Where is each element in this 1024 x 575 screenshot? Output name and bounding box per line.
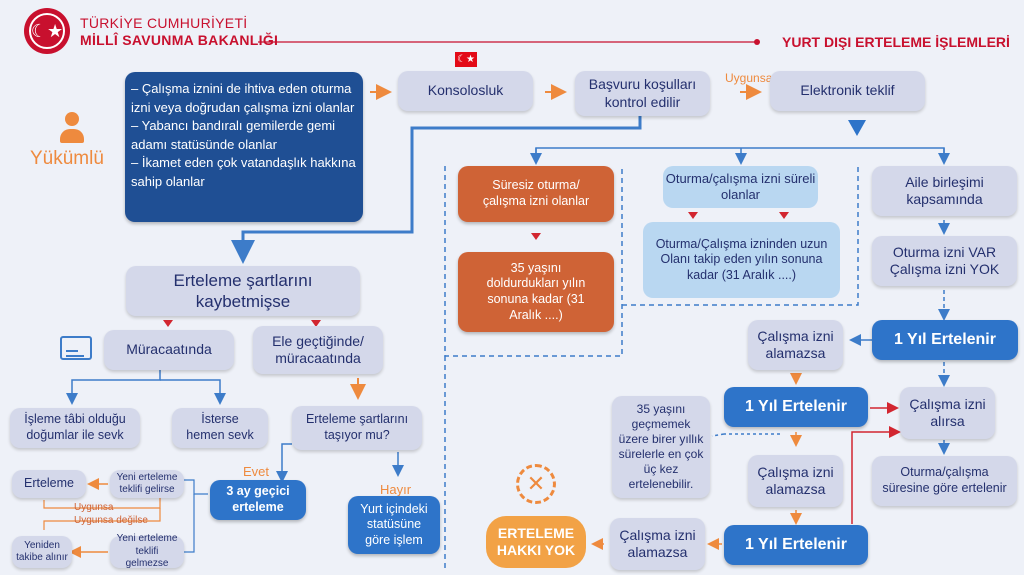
indefinite-permit-box: Süresiz oturma/çalışma izni olanlar: [458, 166, 614, 222]
family-reunion-box: Aile birleşimi kapsamında: [872, 166, 1017, 216]
temp-deferral-box: 3 ay geçici erteleme: [210, 480, 306, 520]
cancel-x-icon: ✕: [516, 464, 556, 504]
consulate-box: Konsolosluk: [398, 71, 533, 111]
requirements-box: Başvuru koşulları kontrol edilir: [575, 71, 710, 116]
crescent-star-icon: ☾★: [29, 13, 65, 49]
defer-1yr-box-3: 1 Yıl Ertelenir: [724, 525, 868, 565]
new-offer-comes-box: Yeni erteleme teklifi gelirse: [110, 470, 184, 498]
turkish-flag-icon: ☾★: [455, 52, 477, 67]
defer-1yr-box-1: 1 Yıl Ertelenir: [872, 320, 1018, 360]
max-three-box: 35 yaşını geçmemek üzere birer yıllık sü…: [612, 396, 710, 498]
no-work-permit-box-3: Çalışma izni alamazsa: [610, 518, 705, 570]
not-eligible-label: Uygunsa değilse: [74, 515, 148, 526]
longer-term-box: Oturma/Çalışma izninden uzun Olanı takip…: [643, 222, 840, 298]
on-capture-box: Ele geçtiğinde/ müracaatında: [253, 326, 383, 374]
domestic-status-box: Yurt içindeki statüsüne göre işlem: [348, 496, 440, 554]
org-line1: TÜRKİYE CUMHURİYETİ: [80, 15, 248, 31]
no-work-permit-box-1: Çalışma izni alamazsa: [748, 320, 843, 370]
gets-work-permit-box: Çalışma izni alırsa: [900, 387, 995, 439]
no-deferral-box: ERTELEME HAKKI YOK: [486, 516, 586, 568]
electronic-offer-box: Elektronik teklif: [770, 71, 925, 111]
no-new-offer-box: Yeni erteleme teklifi gelmezse: [110, 533, 184, 569]
application-form-icon: [60, 336, 92, 360]
ministry-logo: ☾★: [24, 8, 70, 54]
defer-1yr-box-2: 1 Yıl Ertelenir: [724, 387, 868, 427]
residence-yes-box: Oturma izni VAR Çalışma izni YOK: [872, 236, 1017, 286]
page-title: YURT DIŞI ERTELEME İŞLEMLERİ: [782, 34, 1010, 50]
person-label: Yükümlü: [30, 148, 104, 169]
person-icon: [60, 112, 84, 144]
immediate-send-box: İsterse hemen sevk: [172, 408, 268, 448]
until-35-box: 35 yaşını doldurdukları yılın sonuna kad…: [458, 252, 614, 332]
conditions-lost-box: Erteleme şartlarını kaybetmişse: [126, 266, 360, 316]
eligibility-item: – İkamet eden çok vatandaşlık hakkına sa…: [131, 155, 356, 189]
subject-to-procedure-box: İşleme tâbi olduğu doğumlar ile sevk: [10, 408, 140, 448]
no-work-permit-box-2: Çalışma izni alamazsa: [748, 455, 843, 507]
deferral-box: Erteleme: [12, 470, 86, 498]
eligibility-item: – Çalışma iznini de ihtiva eden oturma i…: [131, 81, 355, 115]
new-followup-box: Yeniden takibe alınır: [12, 536, 72, 568]
by-permit-duration-box: Oturma/çalışma süresine göre ertelenir: [872, 456, 1017, 506]
yes-label: Evet: [243, 464, 270, 479]
eligibility-item: – Yabancı bandıralı gemilerde gemi adamı…: [131, 118, 336, 152]
no-label: Hayır: [380, 482, 412, 497]
on-application-box: Müracaatında: [104, 330, 234, 370]
limited-permit-box: Oturma/çalışma izni süreli olanlar: [663, 166, 818, 208]
eligible-label-top: Uygunsa: [725, 71, 773, 85]
eligible-label-left: Uygunsa: [74, 502, 114, 513]
org-line2: MİLLÎ SAVUNMA BAKANLIĞI: [80, 32, 279, 48]
eligibility-box: – Çalışma iznini de ihtiva eden oturma i…: [125, 72, 363, 222]
meets-conditions-box: Erteleme şartlarını taşıyor mu?: [292, 406, 422, 450]
